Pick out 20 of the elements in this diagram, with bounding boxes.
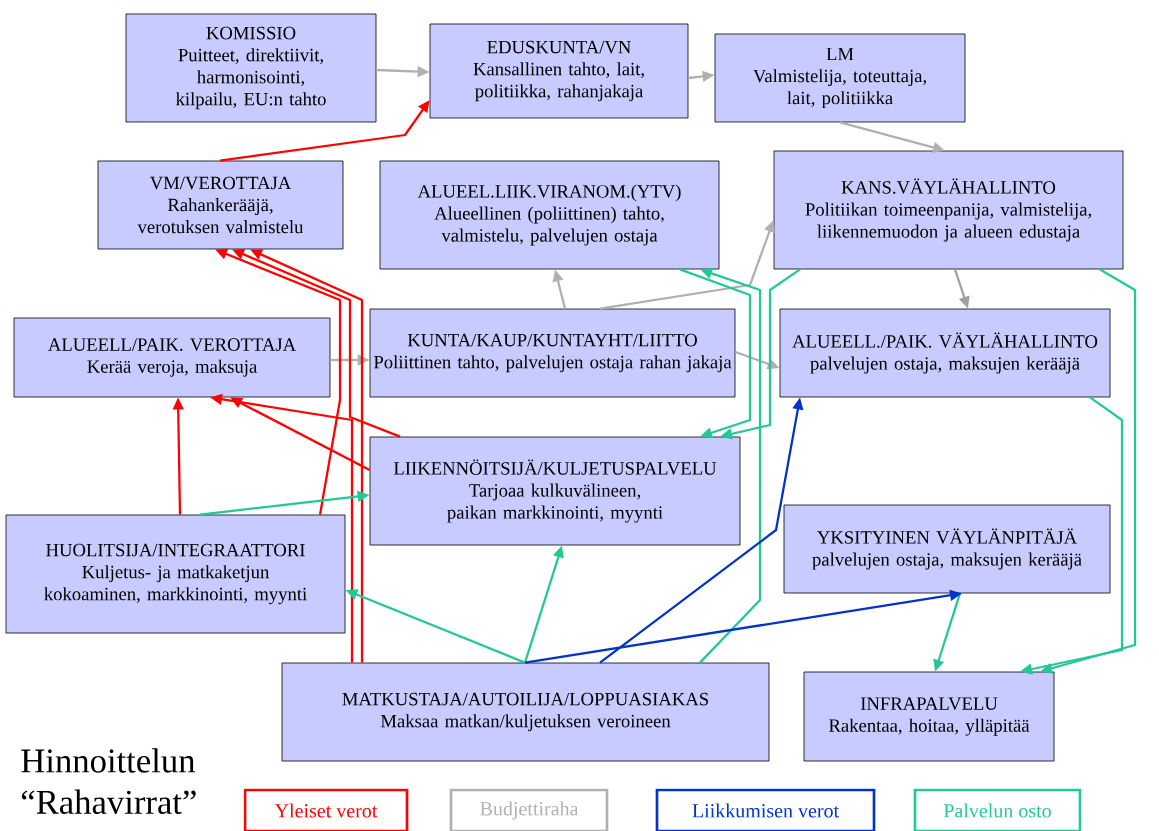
process-box: EDUSKUNTA/VN Kansallinen tahto, lait, politiikka, rahanjakaja xyxy=(429,23,689,119)
process-box: LM Valmistelija, toteuttaja, lait, politiikka xyxy=(714,33,966,123)
process-box: MATKUSTAJA/AUTOILIJA/LOPPUASIAKAS Maksaa matkan/kuljetuksen veroineen xyxy=(281,662,770,762)
process-box: KUNTA/KAUP/KUNTAYHT/LIITTO Poliittinen tahto, palvelujen ostaja rahan jakaja xyxy=(369,308,736,398)
process-box: ALUEELL/PAIK. VEROTTAJA Kerää veroja, maksuja xyxy=(13,317,331,398)
process-box: LIIKENNÖITSIJÄ/KULJETUSPALVELU Tarjoaa kulkuvälineen, paikan markkinointi, myynti xyxy=(369,436,741,546)
legend-item: Yleiset verot xyxy=(243,788,409,831)
process-box: KOMISSIO Puitteet, direktiivit, harmonisointi, kilpailu, EU:n tahto xyxy=(125,13,377,123)
process-box: VM/VEROTTAJA Rahankerääjä, verotuksen valmistelu xyxy=(97,160,344,250)
process-box: HUOLITSIJA/INTEGRAATTORI Kuljetus- ja matkaketjun kokoaminen, markkinointi, myynti xyxy=(5,514,346,634)
legend-item: Budjettiraha xyxy=(449,788,609,831)
process-box: YKSITYINEN VÄYLÄNPITÄJÄ palvelujen ostaja, maksujen kerääjä xyxy=(783,504,1111,594)
arrow xyxy=(679,268,752,439)
legend-item: Palvelun osto xyxy=(913,788,1082,831)
legend-item: Liikkumisen verot xyxy=(655,788,876,831)
process-box: ALUEELL./PAIK. VÄYLÄHALLINTO palvelujen ostaja, maksujen kerääjä xyxy=(779,308,1111,398)
process-box: KANS.VÄYLÄHALLINTO Politiikan toimeenpanija, valmistelija, liikennemuodon ja alueen edustaja xyxy=(773,150,1124,270)
process-box: INFRAPALVELU Rakentaa, hoitaa, ylläpitää xyxy=(803,671,1055,762)
title: Hinnoittelun “Rahavirrat” xyxy=(21,748,196,814)
process-box: ALUEEL.LIIK.VIRANOM.(YTV) Alueellinen (poliittinen) tahto, valmistelu, palvelujen ostaja xyxy=(379,160,720,270)
